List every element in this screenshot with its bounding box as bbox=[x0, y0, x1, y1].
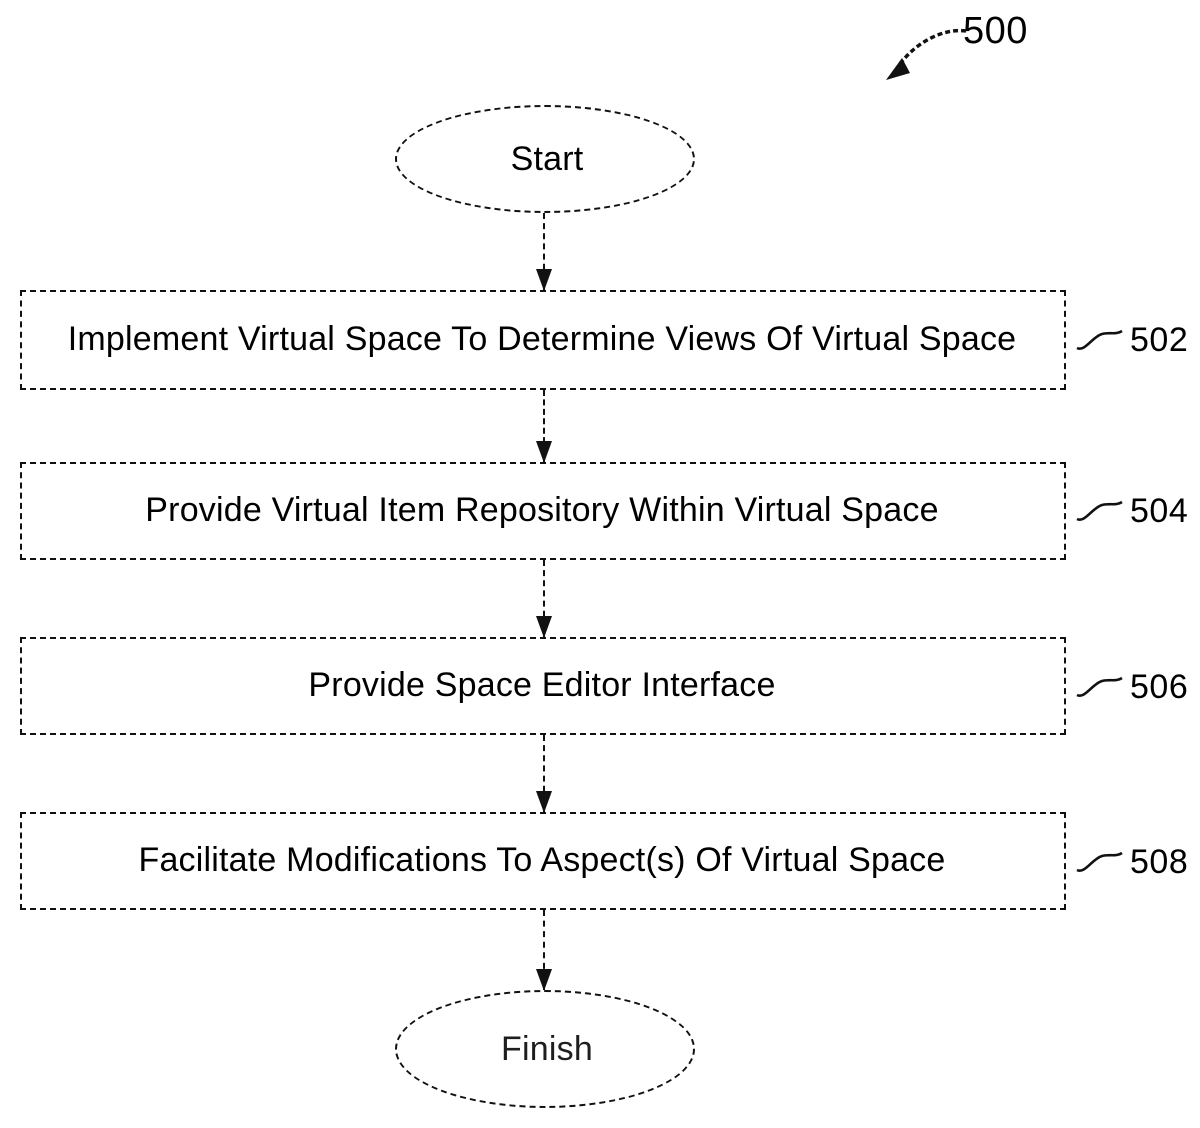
down-arrow-icon bbox=[536, 791, 552, 813]
process-box-508-label: Facilitate Modifications To Aspect(s) Of… bbox=[138, 841, 946, 880]
process-box-502: Implement Virtual Space To Determine Vie… bbox=[20, 290, 1066, 390]
connector-508-to-finish bbox=[536, 910, 552, 991]
process-box-504: Provide Virtual Item Repository Within V… bbox=[20, 462, 1066, 560]
leader-squiggle-icon bbox=[1076, 851, 1123, 872]
reference-callout-504: 504 bbox=[1076, 488, 1188, 534]
connector-502-to-504 bbox=[536, 390, 552, 463]
terminator-start-label: Start bbox=[510, 140, 584, 178]
terminator-finish: Finish bbox=[395, 990, 695, 1108]
reference-number-506: 506 bbox=[1130, 668, 1189, 706]
process-box-502-label: Implement Virtual Space To Determine Vie… bbox=[67, 320, 1017, 359]
reference-callout-506: 506 bbox=[1076, 664, 1188, 710]
figure-number: 500 bbox=[963, 10, 1028, 52]
leader-squiggle-icon bbox=[1076, 329, 1123, 350]
reference-callout-502: 502 bbox=[1076, 317, 1188, 363]
curved-arrow-icon bbox=[886, 28, 967, 80]
connector-506-to-508 bbox=[536, 735, 552, 813]
reference-number-508: 508 bbox=[1130, 843, 1189, 881]
process-box-508: Facilitate Modifications To Aspect(s) Of… bbox=[20, 812, 1066, 910]
down-arrow-icon bbox=[536, 616, 552, 638]
leader-squiggle-icon bbox=[1076, 676, 1123, 697]
connector-line bbox=[543, 560, 545, 637]
connector-line bbox=[543, 735, 545, 812]
terminator-finish-label: Finish bbox=[501, 1030, 593, 1068]
connector-line bbox=[543, 910, 545, 990]
leader-squiggle-icon bbox=[1076, 500, 1123, 521]
connector-line bbox=[543, 213, 545, 290]
process-box-506-label: Provide Space Editor Interface bbox=[308, 666, 776, 705]
connector-start-to-502 bbox=[536, 213, 552, 291]
reference-number-502: 502 bbox=[1130, 321, 1189, 359]
down-arrow-icon bbox=[536, 969, 552, 991]
connector-504-to-506 bbox=[536, 560, 552, 638]
terminator-start: Start bbox=[395, 105, 695, 213]
connector-line bbox=[543, 390, 545, 462]
process-box-506: Provide Space Editor Interface bbox=[20, 637, 1066, 735]
down-arrow-icon bbox=[536, 441, 552, 463]
process-box-504-label: Provide Virtual Item Repository Within V… bbox=[145, 491, 939, 530]
down-arrow-icon bbox=[536, 269, 552, 291]
reference-callout-508: 508 bbox=[1076, 839, 1188, 885]
reference-number-504: 504 bbox=[1130, 492, 1189, 530]
